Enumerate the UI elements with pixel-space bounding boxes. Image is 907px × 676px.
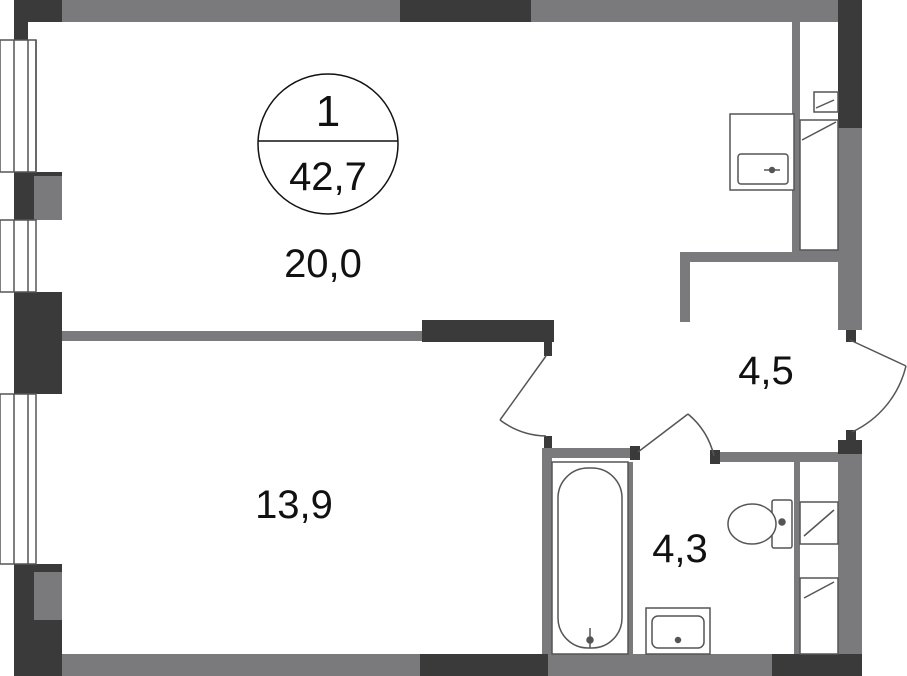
bathroom-sink-drain — [674, 636, 682, 644]
room-area-hallway: 4,5 — [738, 349, 794, 393]
shaft-pipe-lower-mark — [803, 509, 835, 537]
total-area-label: 42,7 — [289, 155, 367, 199]
interior-walls — [62, 22, 856, 654]
fixtures — [551, 91, 839, 655]
wall-right-door-jamb-top — [846, 330, 856, 342]
wall-bathroom-top-right — [712, 452, 838, 462]
wall-bathroom-top-right-dark — [710, 450, 720, 464]
bathtub-inner — [557, 467, 623, 649]
bathroom-sink-bowl — [651, 615, 705, 649]
wall-partition-dark — [422, 320, 554, 342]
door-bathroom — [637, 413, 715, 457]
shaft-unit-upper-mark — [801, 121, 837, 141]
shaft-pipe-upper — [813, 91, 839, 113]
wall-right-lower-dark — [838, 440, 862, 454]
wall-right-upper-dark — [838, 0, 862, 128]
wall-partition-horizontal — [62, 331, 424, 341]
rooms-count-label: 1 — [316, 87, 340, 136]
window-left-top — [0, 39, 37, 173]
wall-hall-vertical — [680, 252, 690, 322]
wall-right-lower — [838, 440, 862, 676]
badge-circle — [257, 73, 399, 215]
toilet-bowl — [727, 503, 777, 545]
toilet-button — [778, 518, 786, 526]
facade-column-3 — [14, 292, 62, 394]
shaft-unit-lower-mark — [803, 581, 835, 599]
room-area-living-room: 20,0 — [284, 242, 362, 286]
wall-bath-tub-divider — [628, 462, 633, 654]
wall-bottom-dark-mid — [420, 654, 548, 676]
room-area-bedroom: 13,9 — [255, 483, 333, 527]
window-left-mid — [0, 219, 37, 293]
facade-pier-gray-1 — [34, 176, 62, 220]
window-left-bottom — [0, 393, 37, 565]
door-bedroom — [499, 355, 547, 437]
room-labels: 20,0 13,9 4,5 4,3 — [255, 242, 794, 571]
doors — [499, 339, 907, 457]
wall-bathroom-top-left-dark — [630, 446, 640, 460]
left-facade — [0, 0, 62, 676]
wall-bathroom-left — [542, 448, 552, 654]
wall-hall-horizontal — [680, 252, 838, 262]
shaft-unit-upper — [799, 119, 839, 251]
shaft-pipe-upper-mark — [815, 99, 835, 109]
facade-column-1 — [14, 0, 28, 40]
door-entrance — [849, 339, 907, 433]
facade-pier-gray-2 — [34, 572, 62, 620]
room-area-bathroom: 4,3 — [652, 527, 708, 571]
wall-shaft-upper — [792, 22, 800, 250]
kitchen-sink-bowl — [737, 153, 789, 185]
wall-door-jamb-top — [544, 342, 552, 356]
wall-top-dark-mid — [400, 0, 531, 22]
wall-shaft-lower — [794, 462, 800, 654]
apartment-badge: 1 42,7 — [257, 73, 399, 215]
wall-right-door-jamb-bottom — [846, 430, 856, 442]
outer-walls — [14, 0, 862, 676]
wall-bottom-dark-right — [772, 654, 862, 676]
wall-bathroom-top-left — [542, 448, 634, 458]
wall-door-jamb-bottom — [544, 436, 552, 448]
